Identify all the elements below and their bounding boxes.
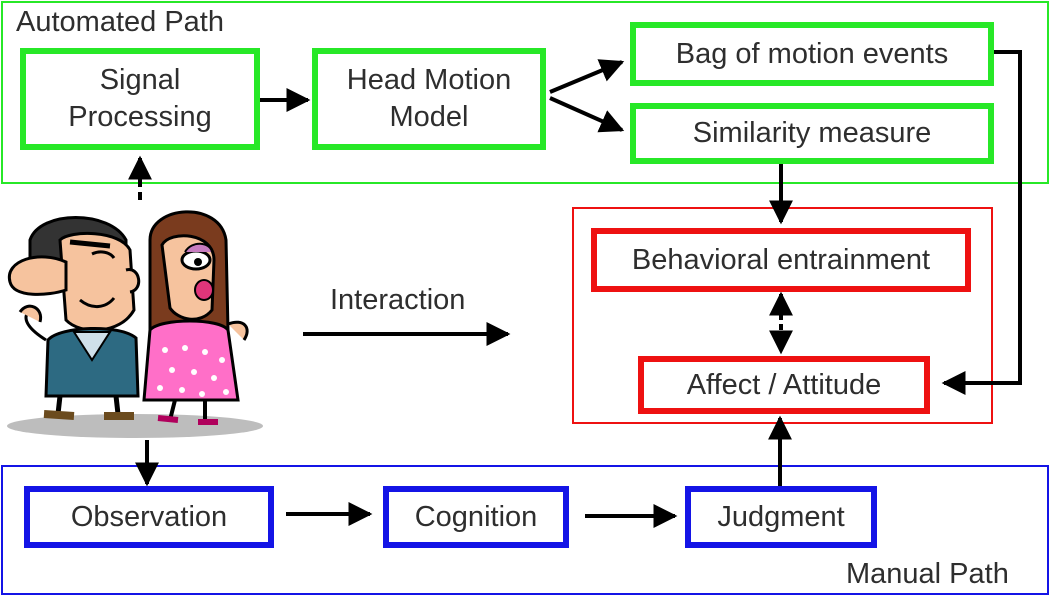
automated-path-title: Automated Path: [16, 6, 224, 38]
manual-path-region: [1, 465, 1049, 595]
head-motion-model-line2: Model: [389, 101, 469, 133]
observation-node: Observation: [24, 486, 274, 548]
signal-processing-line2: Processing: [68, 101, 212, 133]
signal-processing-node: Signal Processing: [20, 48, 260, 150]
behavioral-entrainment-node: Behavioral entrainment: [591, 228, 971, 292]
arrow-headmotion-to-bag: [549, 59, 625, 94]
affect-attitude-node: Affect / Attitude: [638, 356, 930, 414]
manual-path-title: Manual Path: [846, 558, 1009, 590]
arrow-bag-to-affect: [941, 50, 1022, 395]
automated-path-region: [1, 1, 1049, 184]
cartoon-couple-illustration: [7, 210, 263, 438]
head-motion-model-node: Head Motion Model: [312, 48, 546, 150]
head-motion-model-line1: Head Motion: [346, 64, 512, 96]
similarity-measure-node: Similarity measure: [630, 103, 994, 164]
signal-processing-line1: Signal: [99, 64, 181, 96]
arrow-headmotion-to-similarity: [549, 96, 625, 133]
judgment-node: Judgment: [685, 486, 877, 548]
bag-of-motion-events-node: Bag of motion events: [630, 22, 994, 86]
cognition-node: Cognition: [383, 486, 569, 548]
interaction-label: Interaction: [330, 284, 466, 316]
